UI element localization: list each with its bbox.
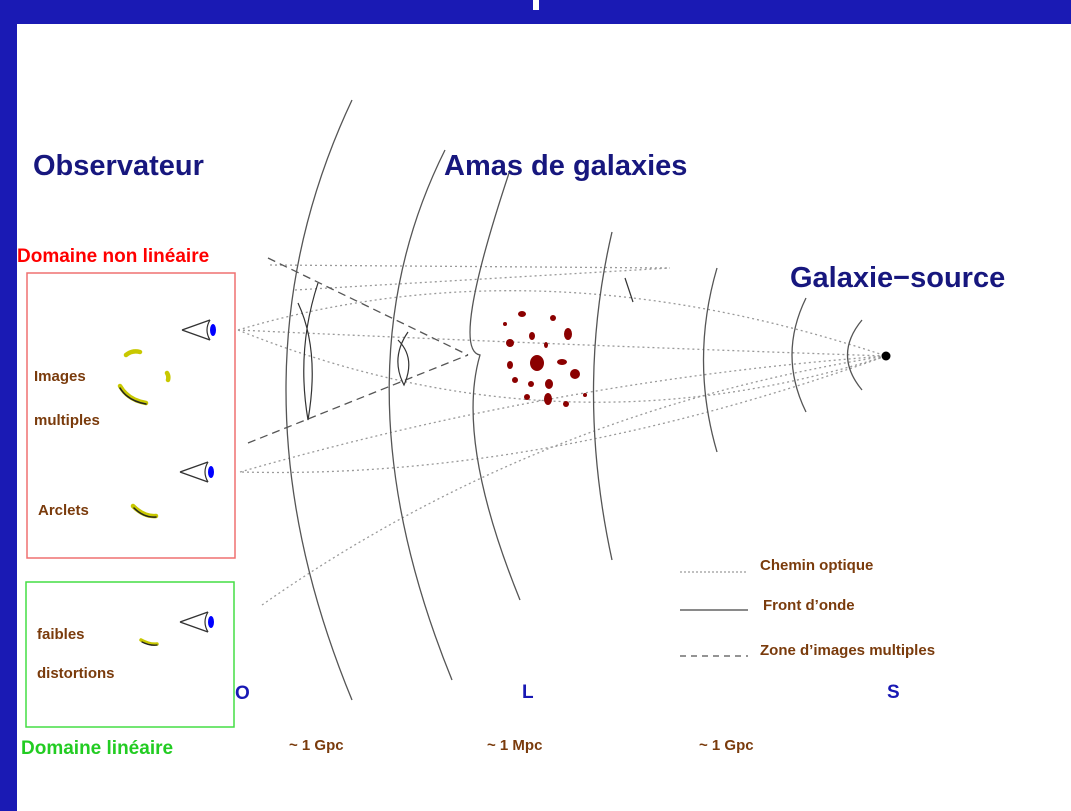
cluster-galaxy [530,355,544,371]
cluster-galaxy [507,361,513,369]
lensed-image-arc [164,370,171,383]
wavefront-arc [469,169,521,601]
optical-path [237,290,887,357]
weak-label-line1: faibles [37,626,85,643]
cluster-galaxy [518,311,526,317]
distance-lens-scale: ~ 1 Mpc [487,737,543,754]
legend-multiple-images-label: Zone d’images multiples [760,642,936,659]
cluster-galaxy [524,394,530,400]
wavefront-arc [791,297,807,413]
source-heading: Galaxie−source [790,262,1006,294]
point-source-label: S [887,682,900,703]
eye-icon [179,611,214,633]
wavefront-arc [592,231,613,561]
nonlinear-domain-label: Domaine non linéaire [17,246,210,267]
caustic-cusps [297,277,634,421]
cluster-galaxy [544,342,548,348]
cluster-galaxy [512,377,518,383]
cluster-galaxy [564,328,572,340]
caustic-line [247,354,469,444]
point-observer-label: O [235,683,250,704]
cluster-heading: Amas de galaxies [444,150,688,182]
optical-path [239,355,887,473]
lensed-image-arc [117,383,149,406]
cluster-galaxy [550,315,556,321]
top-frame-notch [533,0,539,10]
cluster-galaxy [544,393,552,405]
eye-icon [181,319,216,341]
optical-path [294,267,671,291]
multiple-images-zone [247,257,469,444]
optical-path [269,264,671,269]
caustic-cusp [297,282,319,421]
cluster-galaxy [563,401,569,407]
distance-observer-lens: ~ 1 Gpc [289,737,344,754]
caustic-cusp [624,277,634,303]
caustic-cusp [397,331,410,387]
linear-domain-box [25,581,235,728]
arclet-image [130,503,159,519]
cluster-galaxy [570,369,580,379]
images-label-line1: Images [34,368,86,385]
cluster-galaxy [506,339,514,347]
observer-heading: Observateur [33,150,204,182]
optical-path [261,355,887,606]
wavefront-arc [846,319,863,391]
cluster-galaxy [528,381,534,387]
wavefronts [285,99,863,701]
arclets-label: Arclets [38,502,89,519]
wavefront-arc [388,149,453,681]
weak-label-line2: distortions [37,665,115,682]
legend-optical-path-label: Chemin optique [760,557,874,574]
point-lens-label: L [522,682,534,703]
optical-path [241,355,887,474]
eye-icon [179,461,214,483]
left-frame-bar [0,0,17,811]
cluster-galaxy [529,332,535,340]
caustic-line [267,257,469,356]
images-label-line2: multiples [34,412,100,429]
lensed-image-arc [123,349,143,358]
weak-distortion-image [139,638,159,646]
source-point-icon [881,351,891,361]
cluster-galaxy [557,359,567,365]
wavefront-arc [285,99,353,701]
optical-path [237,329,887,403]
optical-paths [237,264,887,606]
cluster-galaxy [503,322,507,326]
multiple-image-arcs [117,349,171,406]
nonlinear-domain-box [26,272,236,559]
optical-path [237,329,887,357]
legend-wavefront-label: Front d’onde [763,597,855,614]
cluster-galaxy [583,393,587,397]
linear-domain-label: Domaine linéaire [21,738,174,759]
cluster-galaxy [545,379,553,389]
distance-lens-source: ~ 1 Gpc [699,737,754,754]
wavefront-arc [702,267,718,453]
galaxy-cluster [503,311,587,407]
